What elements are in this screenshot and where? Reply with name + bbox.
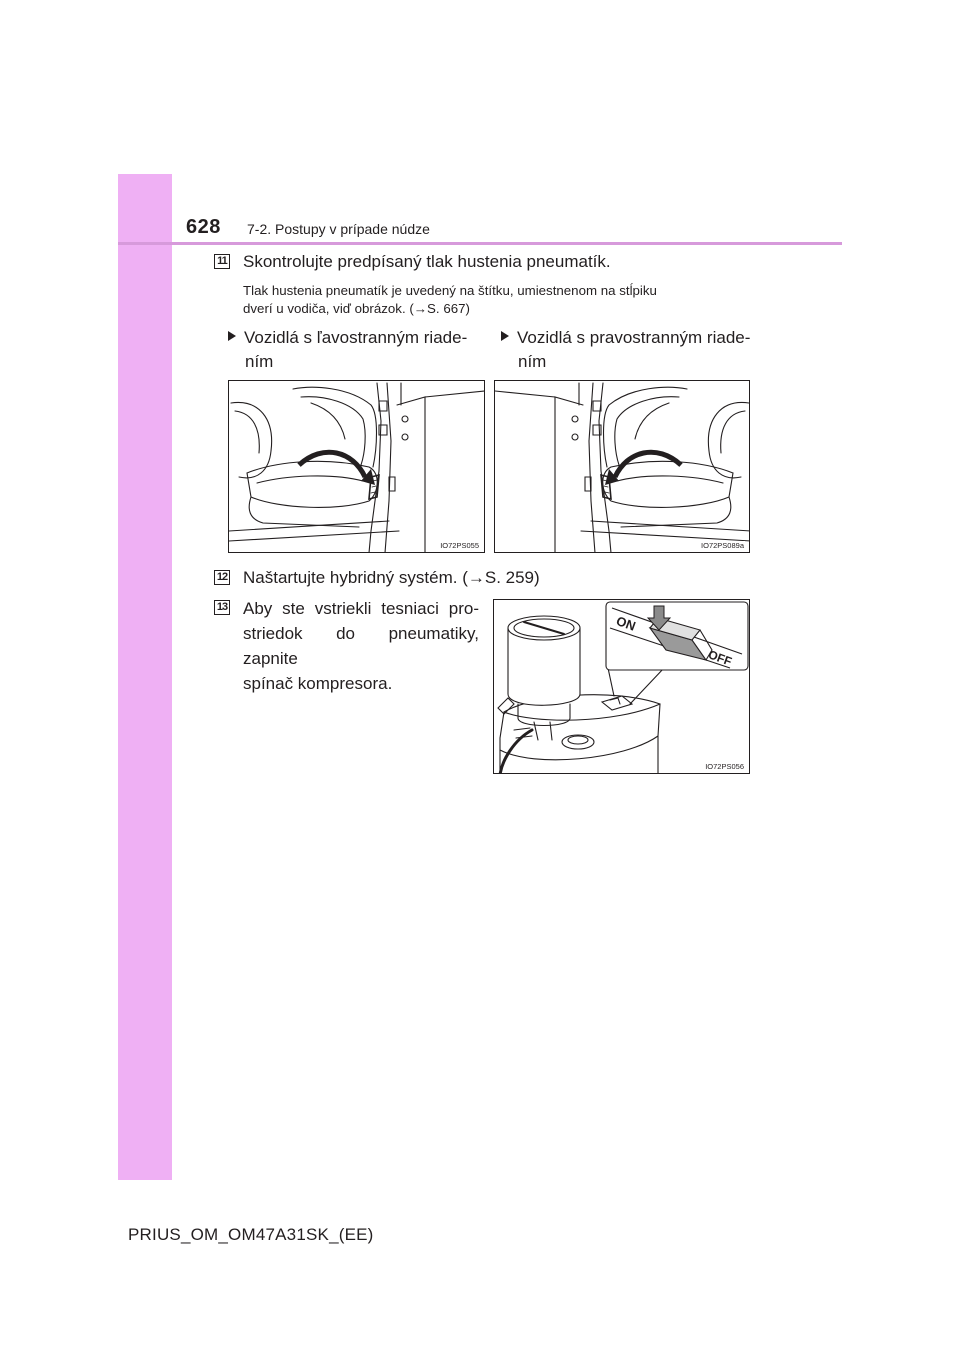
compressor-switch-icon: ON OFF — [497, 601, 749, 773]
step-13-line-2: striedok do pneumatiky, zapnite — [243, 624, 479, 668]
document-id-footer: PRIUS_OM_OM47A31SK_(EE) — [128, 1225, 374, 1244]
chapter-sidebar-tab — [118, 174, 172, 1180]
variant-lhd-line-1: Vozidlá s ľavostranným riade- — [244, 328, 468, 347]
note-line-2: dverí u vodiča, viď obrázok. (→S. 667) — [243, 301, 470, 316]
bullet-triangle-icon — [501, 331, 509, 341]
step-13-text: Aby ste vstriekli tesniaci pro- striedok… — [243, 596, 479, 696]
variant-rhd-line-2: ním — [518, 352, 547, 371]
step-13-line-1: Aby ste vstriekli tesniaci pro- — [243, 599, 479, 618]
figure-code: IO72PS089a — [700, 541, 745, 550]
step-13-line-3: spínač kompresora. — [243, 674, 393, 693]
step-number-11: 11 — [214, 254, 230, 269]
door-pillar-label-icon — [229, 382, 484, 552]
variant-right-hand-drive: Vozidlá s pravostranným riade- ním — [501, 326, 750, 374]
section-title: 7-2. Postupy v prípade núdze — [247, 221, 430, 237]
page-number: 628 — [186, 216, 221, 238]
figure-rhd-door-pillar: IO72PS089a — [494, 380, 750, 553]
switch-on-label: ON — [614, 613, 637, 634]
door-pillar-label-icon — [495, 382, 749, 552]
figure-code: IO72PS055 — [439, 541, 480, 550]
bullet-triangle-icon — [228, 331, 236, 341]
step-11-note: Tlak hustenia pneumatík je uvedený na št… — [243, 282, 745, 318]
variant-lhd-line-2: ním — [245, 352, 274, 371]
step-12-text: Naštartujte hybridný systém. (→S. 259) — [243, 568, 540, 587]
note-line-1: Tlak hustenia pneumatík je uvedený na št… — [243, 283, 657, 298]
figure-lhd-door-pillar: IO72PS055 — [228, 380, 485, 553]
figure-code: IO72PS056 — [704, 762, 745, 771]
header-divider — [118, 242, 842, 245]
figure-compressor-switch: ON OFF IO72PS056 — [493, 599, 750, 774]
variant-left-hand-drive: Vozidlá s ľavostranným riade- ním — [228, 326, 467, 374]
step-11-text: Skontrolujte predpísaný tlak hustenia pn… — [243, 252, 611, 271]
variant-rhd-line-1: Vozidlá s pravostranným riade- — [517, 328, 751, 347]
step-number-12: 12 — [214, 570, 230, 585]
step-number-13: 13 — [214, 600, 230, 615]
